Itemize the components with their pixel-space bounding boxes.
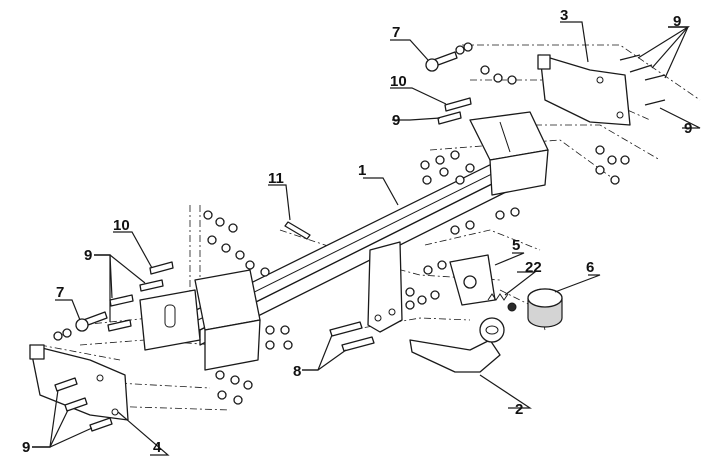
callout-labels: 1 2 3 4 5 6 7 7 8 9 9 9 9 9 10 10 11 22 xyxy=(22,7,692,456)
callout-4: 4 xyxy=(153,439,162,456)
callout-5: 5 xyxy=(512,237,520,254)
plate-5 xyxy=(449,254,496,306)
right-beam-bracket xyxy=(469,111,549,196)
callout-9-right: 9 xyxy=(684,120,692,137)
cap-6 xyxy=(527,288,563,328)
callout-6: 6 xyxy=(586,259,594,276)
leader-lines xyxy=(32,21,701,456)
plate-3 xyxy=(537,54,631,126)
hitch-mount xyxy=(367,241,403,333)
nut-clusters xyxy=(203,65,630,405)
left-side-plate xyxy=(139,289,201,351)
spring-22 xyxy=(487,293,517,312)
callout-8: 8 xyxy=(293,363,301,380)
callout-7-left: 7 xyxy=(56,284,64,301)
left-beam-bracket xyxy=(194,269,261,371)
callout-9-bottom-left: 9 xyxy=(22,439,30,456)
callout-10-left: 10 xyxy=(113,217,130,234)
callout-10-top: 10 xyxy=(390,73,407,90)
callout-9-left: 9 xyxy=(84,247,92,264)
callout-3: 3 xyxy=(560,7,568,24)
callout-2: 2 xyxy=(515,401,523,418)
callout-9-top-right: 9 xyxy=(673,13,681,30)
callout-7-top: 7 xyxy=(392,24,400,41)
callout-22: 22 xyxy=(525,259,542,276)
callout-1: 1 xyxy=(358,162,366,179)
callout-9-upper: 9 xyxy=(392,112,400,129)
bolts xyxy=(53,42,666,432)
ball-hook-2 xyxy=(409,317,505,373)
callout-11: 11 xyxy=(268,170,284,187)
plate-4 xyxy=(29,344,129,421)
